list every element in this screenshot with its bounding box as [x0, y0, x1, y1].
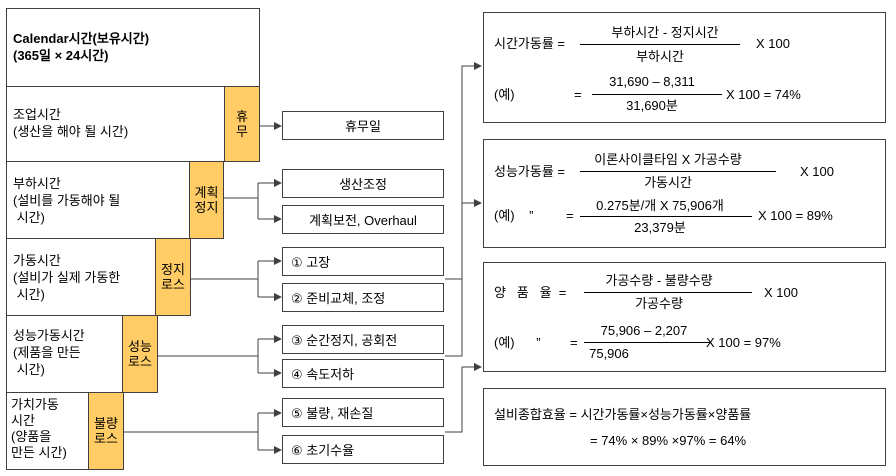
load-time-title: 부하시간: [13, 176, 61, 191]
tag-stop-loss: 정지 로스: [155, 238, 191, 316]
quality-numerator: 가공수량 - 불량수량: [605, 273, 713, 288]
operation-time-title: 조업시간: [13, 107, 61, 122]
quality-example-bar: [584, 342, 710, 343]
item-production-adjust: 생산조정: [282, 169, 444, 198]
availability-example-result: X 100 = 74%: [726, 87, 801, 102]
oee-formula-box: 설비종합효율 = 시간가동률×성능가동률×양품률 = 74% × 89% ×97…: [483, 388, 886, 466]
availability-example-denominator: 31,690분: [626, 98, 678, 113]
load-time-box: 부하시간 (설비를 가동해야 될 시간): [6, 161, 224, 239]
item-setup: ② 준비교체, 조정: [282, 283, 444, 312]
item-holiday: 휴무일: [282, 111, 444, 140]
value-time-sub2: (양품을: [11, 429, 52, 444]
quality-label: 양 품 율 =: [494, 285, 567, 300]
value-time-sub3: 만든 시간): [11, 445, 67, 460]
tag-holiday: 휴 무: [224, 86, 260, 162]
quality-formula-box: 양 품 율 = 가공수량 - 불량수량 가공수량 X 100 (예) ” = 7…: [483, 262, 886, 372]
performance-example-label: (예) ”: [494, 208, 534, 223]
item-minor-stop: ③ 순간정지, 공회전: [282, 325, 444, 354]
calendar-time-title: Calendar시간(보유시간): [13, 31, 150, 46]
quality-example-denominator: 75,906: [589, 346, 629, 361]
quality-example-label: (예) ”: [494, 335, 541, 350]
performance-example-eq: =: [566, 208, 574, 223]
running-time-sub2: 시간): [13, 287, 45, 302]
item-defect: ⑤ 불량, 재손질: [282, 398, 444, 427]
item-yield: ⑥ 초기수율: [282, 435, 444, 464]
arrow-to-quality: [445, 363, 482, 433]
availability-example-eq: =: [574, 87, 582, 102]
quality-example-numerator: 75,906 – 2,207: [600, 323, 688, 338]
performance-time-sub1: (제품을 만든: [13, 345, 81, 360]
quality-fraction-bar: [584, 292, 752, 293]
tag-planned-stop: 계획 정지: [189, 161, 224, 239]
oee-formula: 설비종합효율 = 시간가동률×성능가동률×양품률: [494, 407, 752, 422]
availability-denominator: 부하시간: [636, 49, 684, 64]
load-time-sub1: (설비를 가동해야 될: [13, 193, 121, 208]
performance-times: X 100: [800, 164, 834, 179]
performance-example-denominator: 23,379분: [634, 220, 686, 235]
calendar-time-sub: (365일 × 24시간): [13, 48, 109, 63]
performance-time-sub2: 시간): [13, 362, 45, 377]
item-planned-maintenance: 계획보전, Overhaul: [282, 205, 444, 234]
performance-label: 성능가동률 =: [494, 164, 566, 179]
availability-example-bar: [592, 94, 722, 95]
availability-label: 시간가동률 =: [494, 36, 566, 51]
performance-denominator: 가동시간: [644, 175, 692, 190]
performance-time-title: 성능가동시간: [13, 328, 85, 343]
arrow-to-performance: [445, 199, 482, 357]
performance-example-numerator: 0.275분/개 X 75,906개: [596, 198, 724, 213]
availability-fraction-bar: [580, 44, 740, 45]
item-speed-drop: ④ 속도저하: [282, 359, 444, 388]
value-time-title: 가치가동: [11, 397, 59, 412]
quality-times: X 100: [764, 285, 798, 300]
availability-formula-box: 시간가동률 = 부하시간 - 정지시간 부하시간 X 100 (예) = 31,…: [483, 12, 886, 123]
performance-fraction-bar: [580, 171, 776, 172]
load-time-sub2: 시간): [13, 210, 45, 225]
quality-denominator: 가공수량: [635, 296, 683, 311]
running-time-sub1: (설비가 실제 가동한: [13, 270, 121, 285]
arrow-to-availability: [445, 62, 482, 280]
performance-numerator: 이론사이클타임 X 가공수량: [594, 152, 742, 167]
availability-example-label: (예): [494, 87, 515, 102]
calendar-time-box: Calendar시간(보유시간) (365일 × 24시간): [6, 8, 260, 87]
oee-result: = 74% × 89% ×97% = 64%: [590, 433, 747, 448]
operation-time-sub: (생산을 해야 될 시간): [13, 124, 129, 139]
performance-example-bar: [580, 216, 752, 217]
quality-example-result: X 100 = 97%: [706, 335, 781, 350]
tag-performance-loss: 성능 로스: [122, 315, 158, 393]
availability-example-numerator: 31,690 – 8,311: [609, 74, 695, 89]
quality-example-eq: =: [570, 335, 578, 350]
item-breakdown: ① 고장: [282, 247, 444, 276]
availability-numerator: 부하시간 - 정지시간: [611, 25, 719, 40]
performance-formula-box: 성능가동률 = 이론사이클타임 X 가공수량 가동시간 X 100 (예) ” …: [483, 139, 886, 248]
operation-time-box: 조업시간 (생산을 해야 될 시간): [6, 86, 260, 162]
availability-times: X 100: [756, 36, 790, 51]
performance-example-result: X 100 = 89%: [758, 208, 833, 223]
running-time-title: 가동시간: [13, 253, 61, 268]
value-time-sub1: 시간: [11, 413, 35, 428]
tag-defect-loss: 불량 로스: [88, 392, 124, 470]
